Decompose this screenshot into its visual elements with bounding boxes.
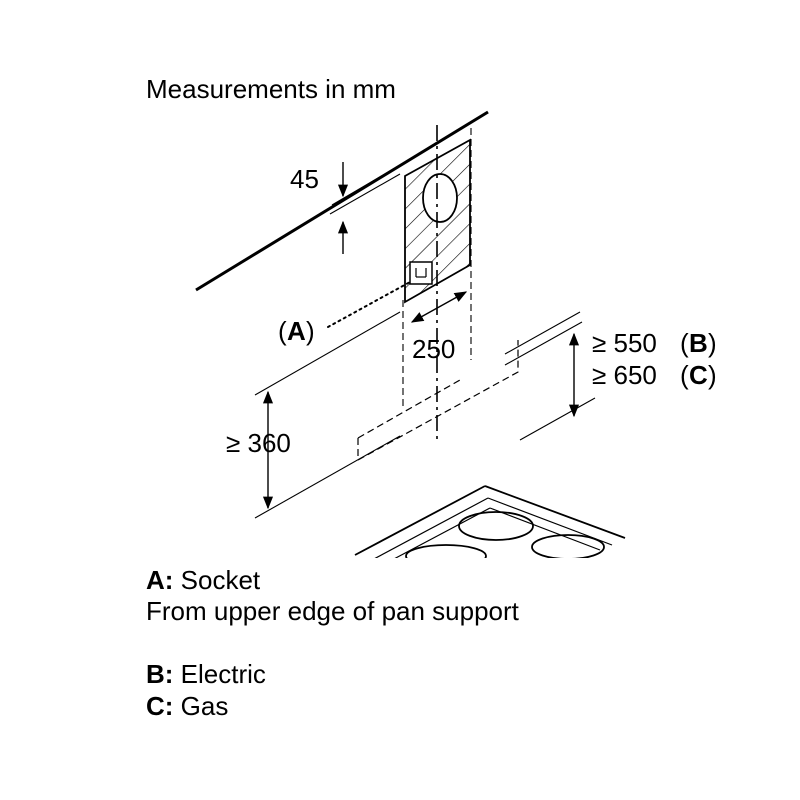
cooktop (354, 485, 626, 561)
legend-c: C: Gas (146, 691, 228, 722)
dim-650-close-paren: ) (708, 360, 717, 390)
legend-b: B: Electric (146, 659, 266, 690)
dim-650-marker: C (689, 360, 708, 390)
legend-b-text: Electric (180, 659, 266, 689)
dim-360-bottom-extension (254, 435, 401, 519)
dim-650-open-paren: ( (680, 360, 689, 390)
hood-outline-dashed (357, 340, 519, 462)
diagram-title: Measurements in mm (146, 74, 396, 104)
socket-callout-open-paren: ( (278, 316, 287, 346)
dim-550-bottom-extension (519, 397, 596, 441)
dim-360-label: ≥ 360 (226, 428, 291, 458)
socket-callout-marker: A (287, 316, 306, 346)
hood-top-guide (504, 311, 581, 355)
socket-callout-close-paren: ) (306, 316, 315, 346)
socket-pointer-dotted (327, 281, 411, 328)
dim-550-close-paren: ) (708, 328, 717, 358)
dim-650-label: ≥ 650 (592, 360, 657, 390)
duct-opening (422, 173, 458, 223)
dim-250-arrow (410, 291, 468, 323)
legend-b-key: B: (146, 659, 174, 689)
dim-45-label: 45 (290, 164, 319, 194)
burner-back-icon (458, 511, 534, 541)
legend-a-text: Socket (180, 565, 261, 595)
dim-250-label: 250 (412, 334, 455, 364)
socket-icon (409, 261, 433, 285)
dim-550-top-extension (504, 321, 583, 366)
legend-a-key: A: (146, 565, 174, 595)
ceiling-line (195, 110, 489, 292)
legend-c-key: C: (146, 691, 174, 721)
cooktop-cutoff-mask (340, 558, 640, 578)
dim-550-marker: B (689, 328, 708, 358)
legend-a: A: Socket (146, 565, 260, 596)
dim-45-extension (331, 167, 396, 206)
dim-550-open-paren: ( (680, 328, 689, 358)
legend-c-text: Gas (180, 691, 229, 721)
dim-45-extension-lower (329, 173, 401, 215)
dim-550-label: ≥ 550 (592, 328, 657, 358)
dim-360-top-extension (254, 311, 401, 396)
legend-a-note: From upper edge of pan support (146, 596, 519, 626)
